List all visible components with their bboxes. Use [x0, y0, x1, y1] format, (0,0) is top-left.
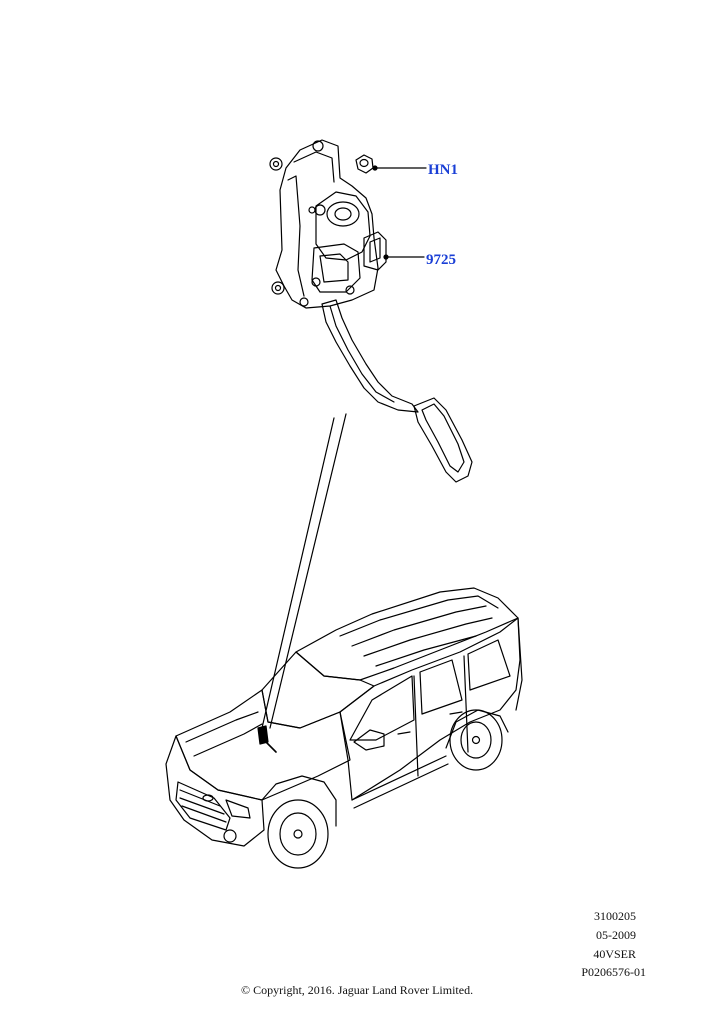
pedal-arm	[321, 299, 419, 413]
rear-wheel-arch	[445, 709, 509, 749]
callout-hn1[interactable]: HN1	[428, 162, 458, 178]
side-mirror	[353, 729, 385, 751]
pedal-location-marker	[257, 725, 269, 745]
locator-line	[269, 413, 347, 729]
sensor-connector	[363, 231, 387, 271]
rear-wheel	[449, 709, 503, 771]
diagram-series: 40VSER	[593, 947, 636, 961]
locator-line	[261, 417, 335, 729]
vehicle-illustration	[165, 587, 523, 869]
front-wheel-arch	[261, 775, 337, 827]
nut-hn1	[355, 154, 374, 174]
pedal-housing	[315, 191, 371, 261]
side-window-front	[349, 675, 415, 741]
accelerator-pedal-assembly	[269, 139, 473, 483]
bonnet	[175, 689, 351, 801]
grille	[175, 781, 231, 831]
diagram-date: 05-2009	[596, 928, 636, 942]
copyright-notice: © Copyright, 2016. Jaguar Land Rover Lim…	[241, 983, 474, 997]
side-window-rear	[419, 659, 463, 715]
diagram-code: 3100205	[594, 909, 636, 923]
callout-9725[interactable]: 9725	[426, 252, 456, 268]
pedal-pad	[413, 397, 473, 483]
mounting-bracket	[275, 139, 379, 309]
diagram-reference: P0206576-01	[581, 965, 646, 979]
front-wheel	[267, 799, 329, 869]
